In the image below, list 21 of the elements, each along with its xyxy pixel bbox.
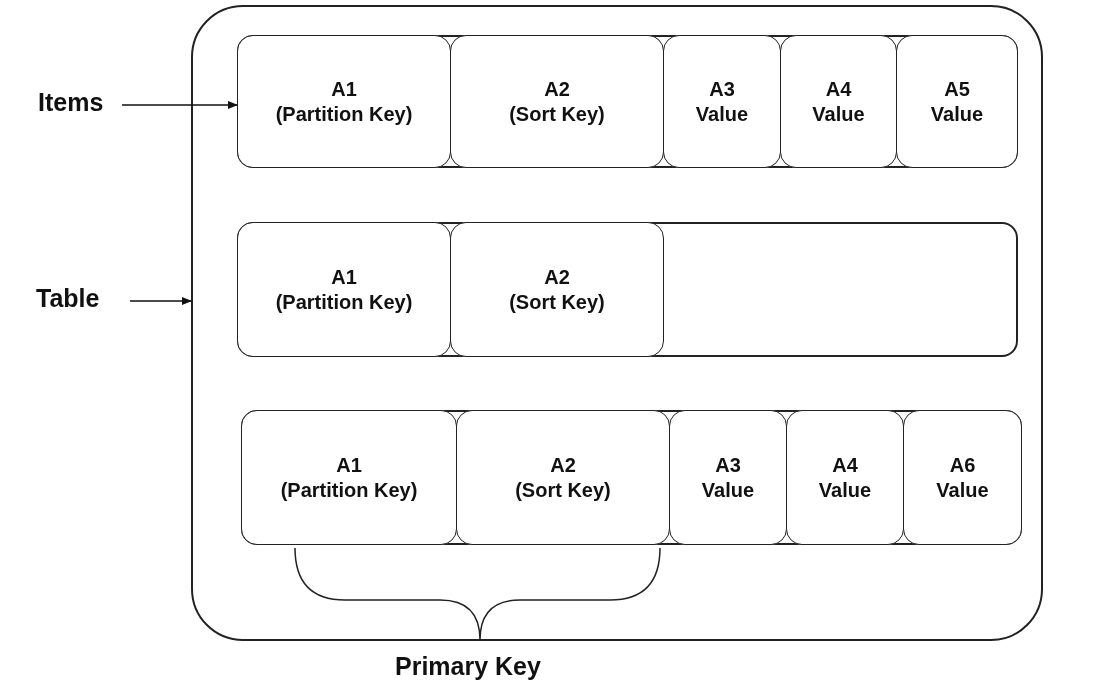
item-row (237, 222, 1018, 357)
side-label: Items (38, 88, 110, 122)
arrow (129, 297, 192, 305)
attribute-cell: A5 Value (896, 35, 1018, 168)
table-frame (191, 5, 1043, 641)
attribute-cell: A2 (Sort Key) (450, 35, 664, 168)
attribute-cell: A4 Value (786, 410, 904, 545)
side-label: Table (36, 284, 118, 318)
attribute-cell: A1 (Partition Key) (237, 35, 451, 168)
arrow (121, 101, 238, 109)
item-row (237, 35, 1018, 168)
attribute-cell: A6 Value (903, 410, 1022, 545)
item-row (241, 410, 1022, 545)
attribute-cell: A1 (Partition Key) (237, 222, 451, 357)
brace-label: Primary Key (395, 652, 541, 681)
attribute-cell: A1 (Partition Key) (241, 410, 457, 545)
attribute-cell: A3 Value (663, 35, 781, 168)
attribute-cell: A2 (Sort Key) (450, 222, 664, 357)
attribute-cell: A3 Value (669, 410, 787, 545)
attribute-cell: A2 (Sort Key) (456, 410, 670, 545)
attribute-cell: A4 Value (780, 35, 897, 168)
